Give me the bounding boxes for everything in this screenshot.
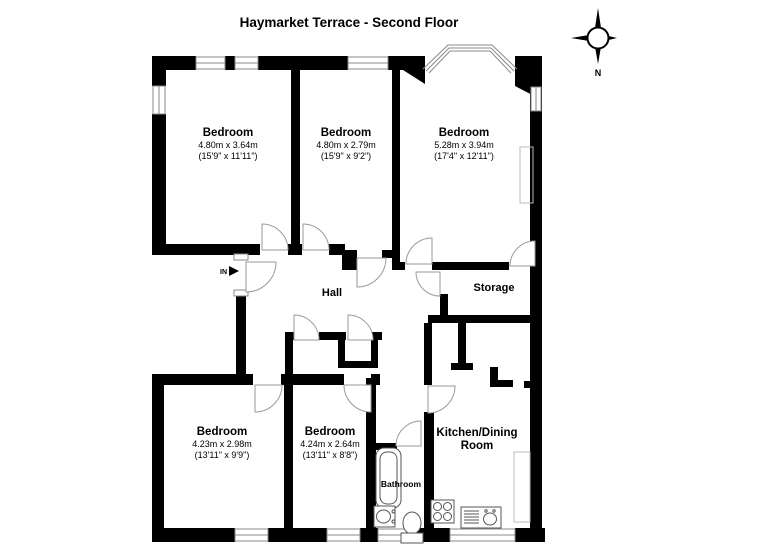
closet-a-door-arc xyxy=(293,314,320,341)
hall-door-arc xyxy=(356,257,387,288)
toilet-bowl xyxy=(402,511,422,535)
entrance-in-label: IN xyxy=(220,269,227,276)
kitchen-door-arc xyxy=(427,385,456,414)
bedroom1-door-arc xyxy=(261,223,289,251)
entrance-arrow-icon xyxy=(229,266,239,276)
svg-text:Bedroom: Bedroom xyxy=(439,127,489,139)
svg-text:(13'11" x 8'8"): (13'11" x 8'8") xyxy=(303,450,358,460)
bathroom-door-arc xyxy=(395,420,422,447)
room-label-bedroom3: Bedroom 5.28m x 3.94m (17'4" x 12'11") xyxy=(434,127,494,161)
doors xyxy=(233,223,536,447)
bathroom-sink xyxy=(373,505,396,528)
svg-text:(13'11" x 9'9"): (13'11" x 9'9") xyxy=(195,450,250,460)
svg-text:Kitchen/Dining: Kitchen/Dining xyxy=(436,427,517,439)
svg-text:5.28m x 3.94m: 5.28m x 3.94m xyxy=(434,140,494,150)
entrance-marker: IN xyxy=(220,266,239,276)
closet-b-door-arc xyxy=(347,314,374,341)
entrance-door-arc xyxy=(245,261,277,293)
storage-door-arc xyxy=(509,240,536,267)
room-label-bedroom5: Bedroom 4.24m x 2.64m (13'11" x 8'8") xyxy=(300,426,360,460)
svg-text:(15'9" x 9'2"): (15'9" x 9'2") xyxy=(321,151,371,161)
svg-text:Bedroom: Bedroom xyxy=(203,127,253,139)
bedroom4-door-arc xyxy=(254,384,283,413)
kitchen-fixtures xyxy=(430,499,502,529)
room-label-bedroom1: Bedroom 4.80m x 3.64m (15'9" x 11'11") xyxy=(198,127,258,161)
room-label-bedroom4: Bedroom 4.23m x 2.98m (13'11" x 9'9") xyxy=(192,426,252,460)
bedroom5-door-arc xyxy=(343,384,372,413)
kitchen-counter-outline xyxy=(513,451,531,523)
compass-north-label: N xyxy=(595,68,602,78)
bedroom2-door-arc xyxy=(302,223,330,251)
svg-text:4.23m x 2.98m: 4.23m x 2.98m xyxy=(192,439,252,449)
svg-text:Bedroom: Bedroom xyxy=(305,426,355,438)
room-label-hall: Hall xyxy=(322,287,342,299)
svg-text:Bedroom: Bedroom xyxy=(321,127,371,139)
svg-text:4.24m x 2.64m: 4.24m x 2.64m xyxy=(300,439,360,449)
toilet-tank xyxy=(400,532,424,544)
room-label-bedroom2: Bedroom 4.80m x 2.79m (15'9" x 9'2") xyxy=(316,127,376,161)
windows xyxy=(152,44,542,542)
svg-text:(17'4" x 12'11"): (17'4" x 12'11") xyxy=(434,151,494,161)
walls xyxy=(152,56,545,542)
svg-text:Room: Room xyxy=(461,440,494,452)
room-label-kitchen: Kitchen/Dining Room xyxy=(436,427,517,452)
room-label-storage: Storage xyxy=(474,282,515,294)
counters xyxy=(513,146,534,523)
svg-text:Bedroom: Bedroom xyxy=(197,426,247,438)
storage-side-door-arc xyxy=(415,271,441,297)
stove-hob xyxy=(430,499,455,524)
bathroom-fixtures xyxy=(373,447,424,544)
compass: N xyxy=(571,8,617,78)
page-title: Haymarket Terrace - Second Floor xyxy=(240,15,460,30)
svg-text:4.80m x 2.79m: 4.80m x 2.79m xyxy=(316,140,376,150)
bedroom3-recess-outline xyxy=(519,146,534,204)
compass-circle xyxy=(586,26,610,50)
bedroom3-door-arc xyxy=(405,237,433,265)
room-label-bathroom: Bathroom xyxy=(381,479,422,489)
svg-text:4.80m x 3.64m: 4.80m x 3.64m xyxy=(198,140,258,150)
svg-text:(15'9" x 11'11"): (15'9" x 11'11") xyxy=(198,151,257,161)
